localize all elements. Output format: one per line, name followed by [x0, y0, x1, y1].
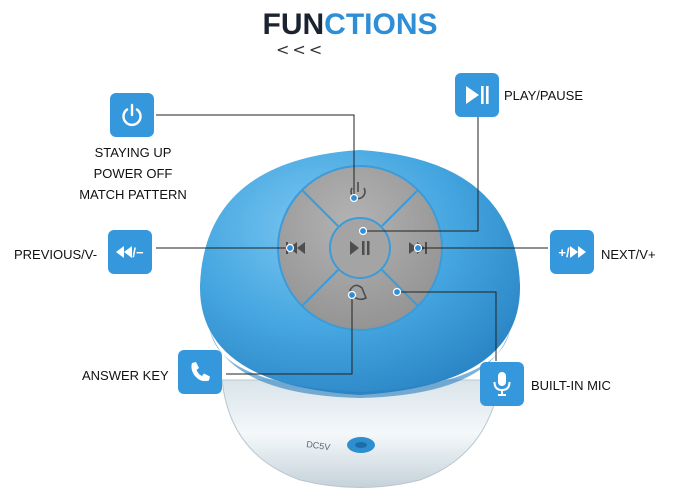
center-play-button: [329, 217, 391, 279]
chevron-decoration: <<<: [276, 40, 326, 59]
answer-label: ANSWER KEY: [82, 368, 169, 383]
control-pad: [277, 165, 443, 331]
device-marking: DC5V: [306, 439, 331, 452]
mic-leader: [397, 291, 497, 361]
mic-feature: [480, 362, 524, 406]
suction-cup-base: DC5V: [221, 379, 501, 488]
plus-forward-icon: +/: [558, 244, 586, 260]
microphone-icon: [490, 370, 514, 398]
previous-label: PREVIOUS/V-: [14, 247, 98, 262]
leader-dots: [285, 193, 423, 300]
rewind-minus-icon: /−: [116, 244, 144, 260]
power-leader: [156, 114, 355, 198]
previous-icon-text: /−: [132, 244, 144, 260]
answer-leader: [226, 295, 353, 375]
power-label-line-2: POWER OFF: [93, 166, 173, 181]
play-pause-leader-2: [363, 112, 479, 232]
answer-feature: [178, 350, 222, 394]
power-label-line-3: MATCH PATTERN: [79, 187, 187, 202]
power-feature: [110, 93, 154, 137]
previous-feature: /−: [108, 230, 152, 274]
phone-icon: [187, 359, 213, 385]
play-pause-icon: [463, 84, 491, 106]
next-feature: +/: [550, 230, 594, 274]
play-pause-feature: [455, 73, 499, 117]
next-icon-text: +/: [558, 244, 570, 260]
page-title: FUNCTIONS: [0, 8, 700, 42]
leader-lines: [156, 112, 548, 375]
play-pause-label: PLAY/PAUSE: [504, 88, 583, 103]
title-main: FUN: [262, 8, 325, 41]
title-accent: CTIONS: [324, 8, 438, 41]
power-icon: [119, 102, 145, 128]
power-label-line-1: STAYING UP: [94, 145, 172, 160]
next-label: NEXT/V+: [601, 247, 656, 262]
power-label: STAYING UP POWER OFF MATCH PATTERN: [70, 142, 196, 205]
mic-label: BUILT-IN MIC: [531, 378, 611, 393]
